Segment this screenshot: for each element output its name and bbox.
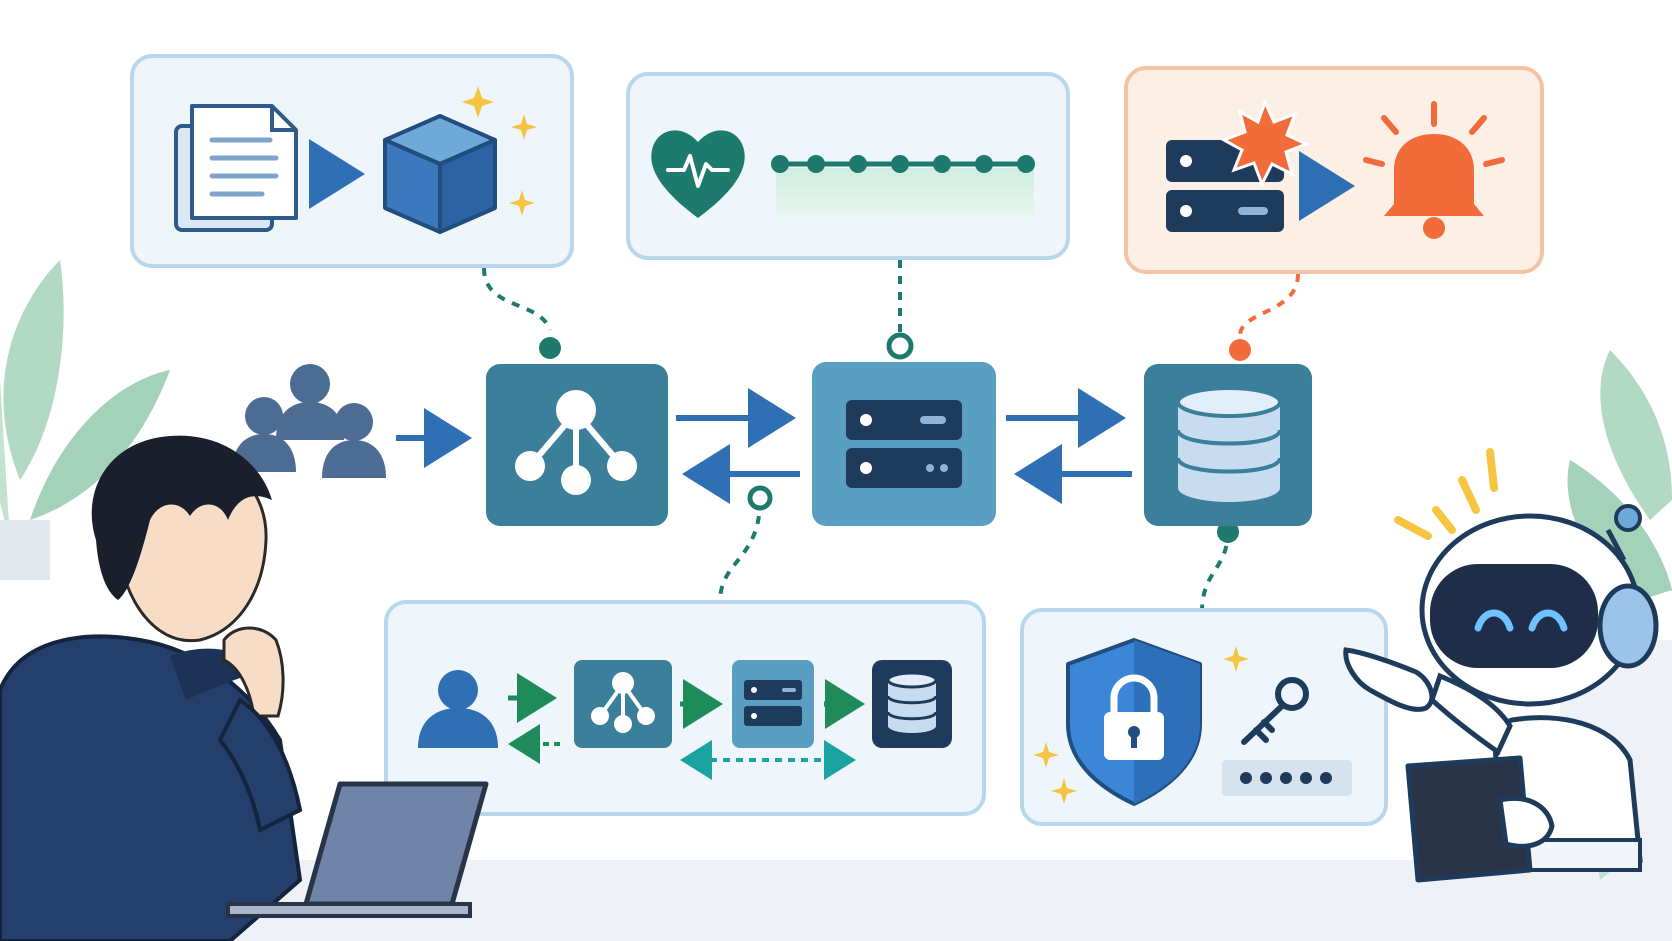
hand xyxy=(222,626,285,718)
laptop-icon xyxy=(226,781,489,918)
bell-icon xyxy=(1363,101,1505,239)
sparkle-icon xyxy=(509,190,535,216)
burst-icon xyxy=(1220,97,1310,188)
load-balancer-node xyxy=(486,364,668,526)
shield-lock-icon xyxy=(1066,638,1202,806)
connector-dot xyxy=(747,485,773,511)
timeline-icon xyxy=(771,155,1035,216)
hoodie xyxy=(0,634,303,941)
cube-icon xyxy=(383,114,497,234)
database-icon xyxy=(1176,386,1282,502)
server-icon xyxy=(846,400,962,488)
database-node xyxy=(1144,364,1312,526)
plant-left-icon xyxy=(0,260,170,540)
server-node xyxy=(812,362,996,526)
load-balancer-icon xyxy=(515,390,637,495)
connector-dot xyxy=(1229,339,1251,361)
arm xyxy=(217,697,303,833)
sparkle-icon xyxy=(511,114,537,140)
sparkle-icon xyxy=(1223,646,1249,672)
sparkle-icon xyxy=(1051,778,1077,804)
database-icon xyxy=(886,671,938,733)
key-icon xyxy=(1241,677,1309,745)
panel-health xyxy=(626,72,1070,260)
user-icon xyxy=(418,670,498,748)
server-mini xyxy=(732,660,814,748)
connector-dot xyxy=(1217,521,1239,543)
connector-dot xyxy=(539,337,561,359)
tablet-icon xyxy=(1405,755,1533,883)
password-field xyxy=(1222,760,1352,796)
panel-alert xyxy=(1124,66,1544,274)
panel-request-flow xyxy=(384,600,986,816)
users-icon xyxy=(232,364,386,478)
load-balancer-mini xyxy=(574,660,672,748)
heartbeat-icon xyxy=(651,130,745,218)
load-balancer-icon xyxy=(591,672,655,733)
panel-build xyxy=(130,54,574,268)
connectors xyxy=(482,260,1300,613)
server-icon xyxy=(744,680,802,726)
connector-dot xyxy=(886,332,914,360)
documents-icon xyxy=(174,104,298,232)
person-at-laptop xyxy=(0,435,489,941)
sparkle-icon xyxy=(1033,742,1059,768)
sparkle-icon xyxy=(462,86,494,118)
robot-assistant xyxy=(1343,448,1659,883)
robot-pointing-hand xyxy=(1343,647,1435,712)
panel-security xyxy=(1020,608,1388,826)
robot-visor xyxy=(1430,564,1598,668)
database-mini xyxy=(872,660,952,748)
hair xyxy=(91,435,272,600)
